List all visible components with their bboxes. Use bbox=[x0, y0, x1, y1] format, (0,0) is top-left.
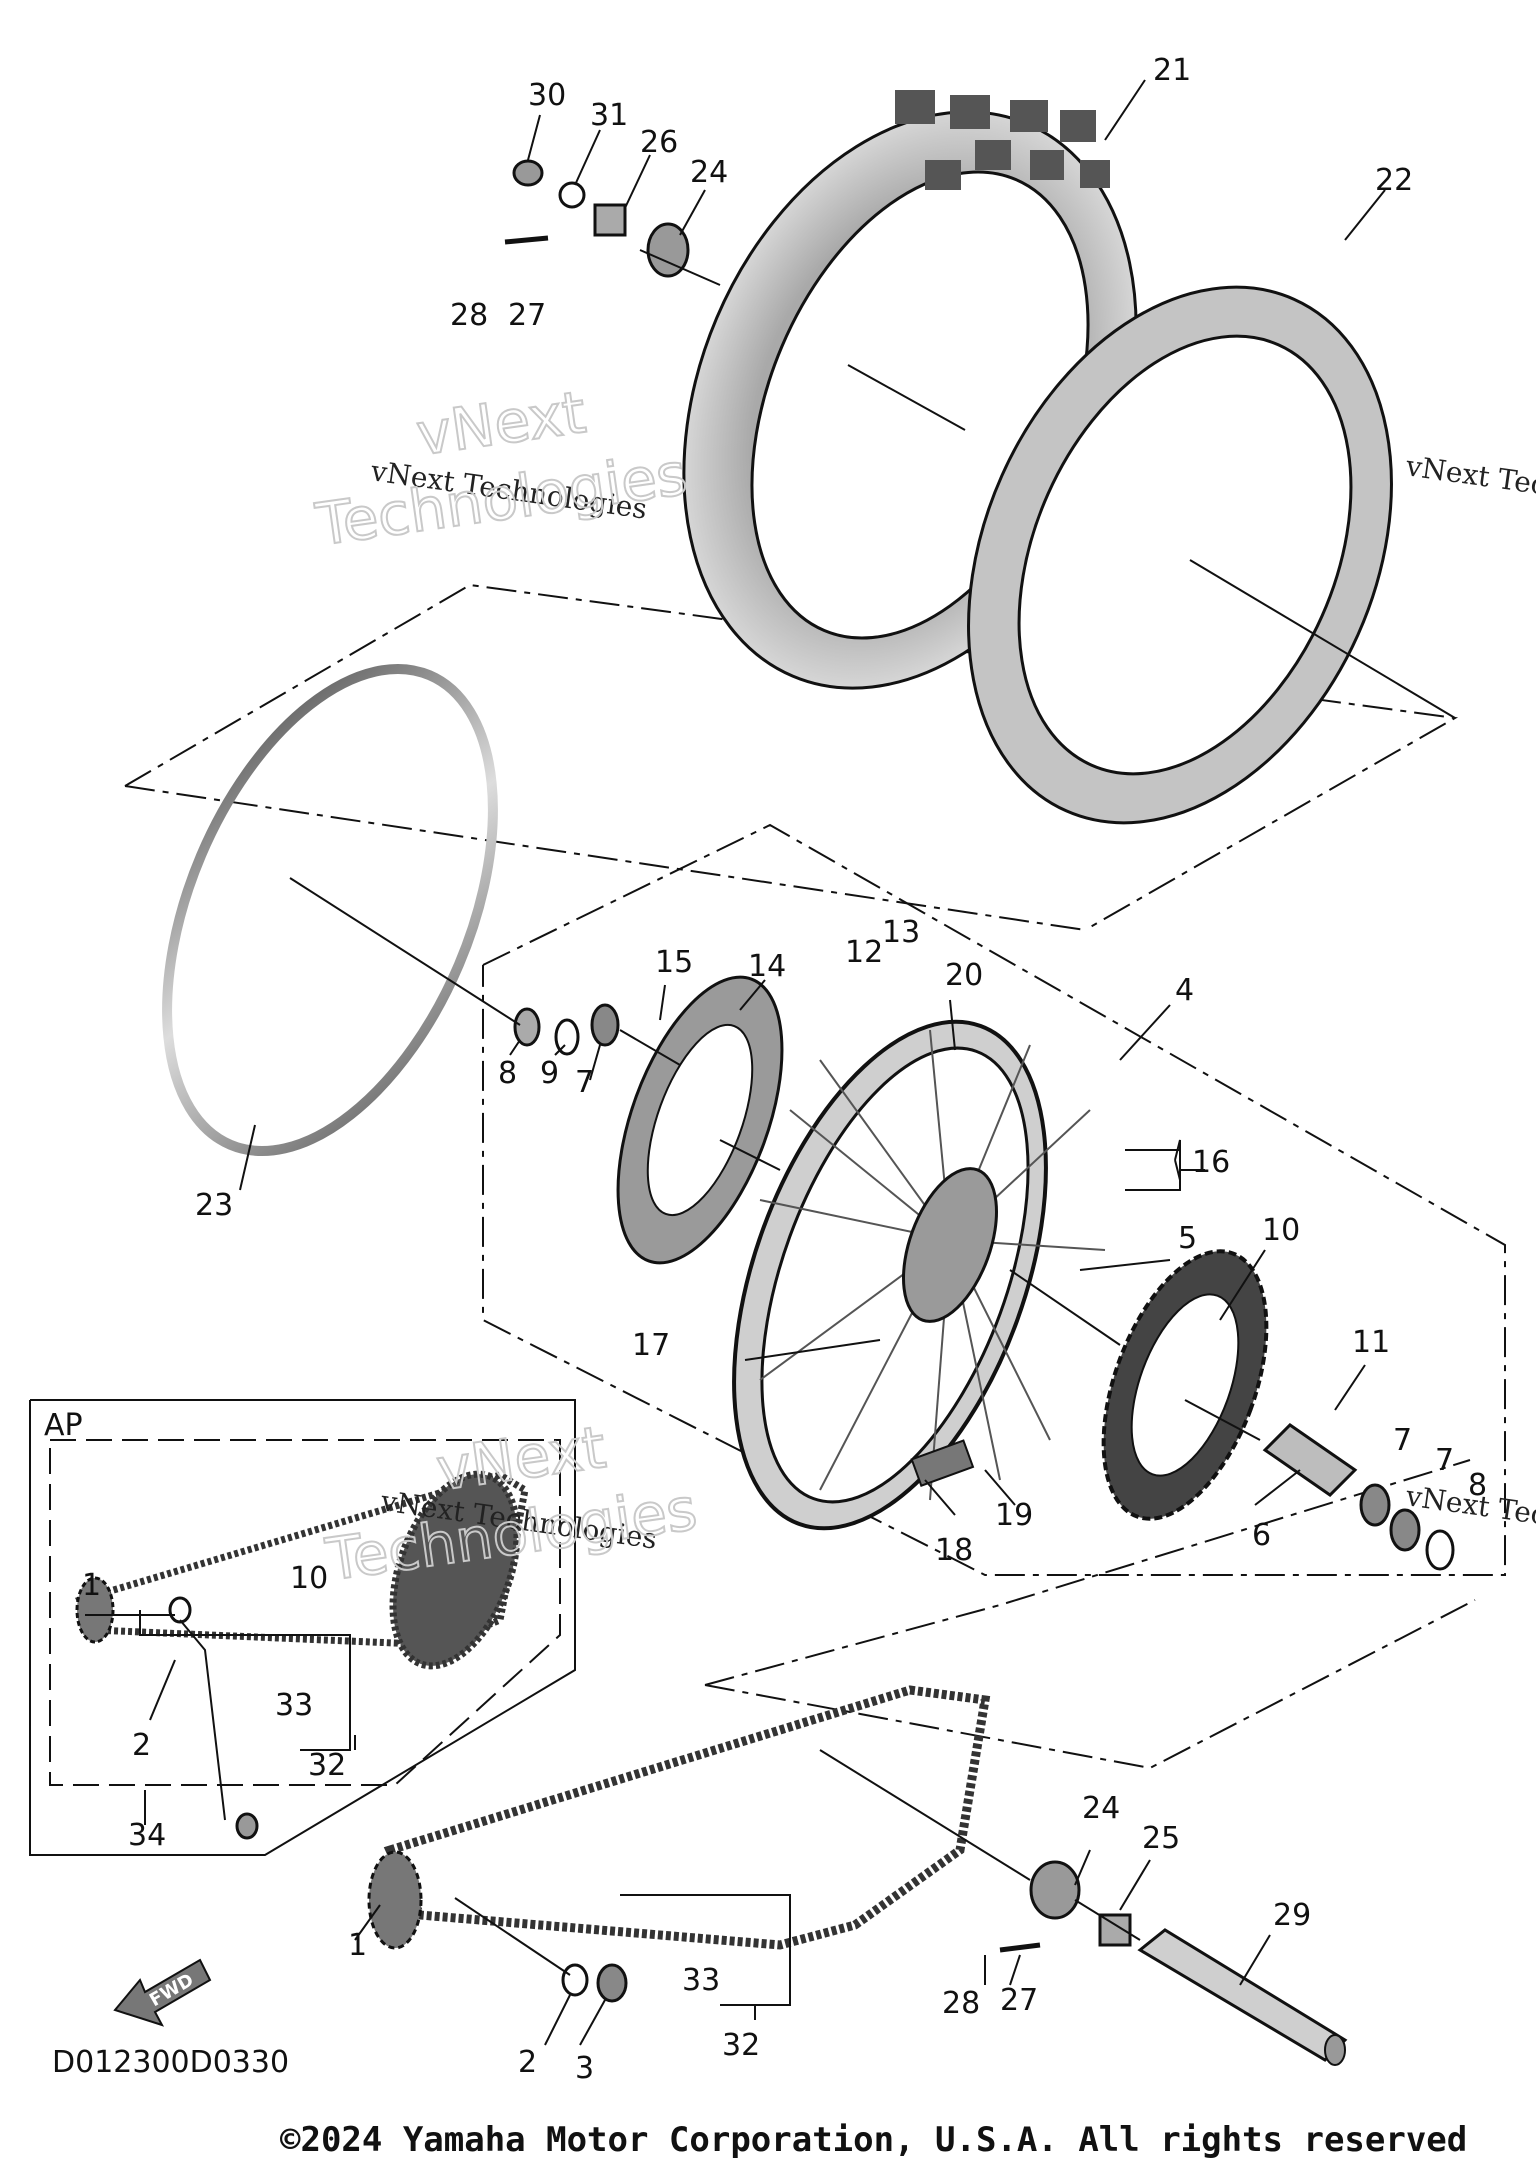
callout-2-ap: 2 bbox=[132, 1728, 151, 1763]
callout-28-b: 28 bbox=[942, 1986, 980, 2021]
callout-9: 9 bbox=[540, 1056, 559, 1091]
callout-1-ap: 1 bbox=[82, 1568, 101, 1603]
callout-32-ap: 32 bbox=[308, 1748, 346, 1783]
callout-10-ap: 10 bbox=[290, 1561, 328, 1596]
callout-25: 25 bbox=[1142, 1821, 1180, 1856]
callout-20: 20 bbox=[945, 958, 983, 993]
ap-label: AP bbox=[44, 1408, 83, 1443]
fwd-arrow-icon: FWD bbox=[113, 1958, 212, 2027]
leader-lines bbox=[139, 79, 1386, 2046]
callout-29: 29 bbox=[1273, 1898, 1311, 1933]
callout-2: 2 bbox=[518, 2045, 537, 2080]
callout-8: 8 bbox=[498, 1056, 517, 1091]
watermark-big-1: vNext bbox=[412, 378, 589, 469]
callout-16: 16 bbox=[1192, 1145, 1230, 1180]
callout-15: 15 bbox=[655, 945, 693, 980]
callout-3: 3 bbox=[575, 2051, 594, 2086]
callout-24: 24 bbox=[690, 155, 728, 190]
callout-31: 31 bbox=[590, 98, 628, 133]
rear-axle bbox=[1137, 1928, 1348, 2066]
callout-10: 10 bbox=[1262, 1213, 1300, 1248]
callout-34: 34 bbox=[128, 1818, 166, 1853]
callout-33: 33 bbox=[682, 1963, 720, 1998]
front-sprocket bbox=[75, 1576, 423, 1950]
callout-12: 12 bbox=[845, 935, 883, 970]
drive-chain bbox=[383, 1685, 991, 1950]
callout-7-b: 7 bbox=[1393, 1423, 1412, 1458]
callout-28: 28 bbox=[450, 298, 488, 333]
callout-6: 6 bbox=[1252, 1518, 1271, 1553]
callout-7-c: 7 bbox=[1435, 1443, 1454, 1478]
callout-23: 23 bbox=[195, 1188, 233, 1223]
callout-18: 18 bbox=[935, 1533, 973, 1568]
watermark-text-3: vNext Technologies bbox=[1403, 449, 1536, 521]
callout-8-b: 8 bbox=[1468, 1468, 1487, 1503]
small-hardware bbox=[168, 159, 1455, 2003]
callout-33-ap: 33 bbox=[275, 1688, 313, 1723]
callout-4: 4 bbox=[1175, 973, 1194, 1008]
callout-26: 26 bbox=[640, 125, 678, 160]
callouts: 1 1 2 2 3 4 5 6 7 7 7 8 8 9 10 10 11 12 … bbox=[82, 53, 1487, 2086]
callout-30: 30 bbox=[528, 78, 566, 113]
ap-inset-frame bbox=[29, 1399, 576, 1856]
callout-19: 19 bbox=[995, 1498, 1033, 1533]
callout-5: 5 bbox=[1178, 1221, 1197, 1256]
callout-1: 1 bbox=[348, 1928, 367, 1963]
center-lines bbox=[85, 249, 1456, 1976]
rear-sprocket bbox=[1101, 1249, 1269, 1521]
rim-band bbox=[162, 663, 498, 1157]
rear-wheel bbox=[732, 1019, 1106, 1531]
copyright-notice: ©2024 Yamaha Motor Corporation, U.S.A. A… bbox=[280, 2120, 1468, 2160]
callout-11: 11 bbox=[1352, 1325, 1390, 1360]
callout-7: 7 bbox=[575, 1065, 594, 1100]
callout-13: 13 bbox=[882, 915, 920, 950]
callout-32: 32 bbox=[722, 2028, 760, 2063]
collar bbox=[1262, 1423, 1358, 1497]
callout-27-b: 27 bbox=[1000, 1983, 1038, 2018]
callout-22: 22 bbox=[1375, 163, 1413, 198]
callout-27: 27 bbox=[508, 298, 546, 333]
callout-24-b: 24 bbox=[1082, 1791, 1120, 1826]
brake-disc bbox=[616, 975, 784, 1265]
callout-14: 14 bbox=[748, 949, 786, 984]
callout-21: 21 bbox=[1153, 53, 1191, 88]
diagram-code: D012300D0330 bbox=[52, 2045, 290, 2080]
callout-17: 17 bbox=[632, 1328, 670, 1363]
inner-tube bbox=[967, 285, 1393, 825]
